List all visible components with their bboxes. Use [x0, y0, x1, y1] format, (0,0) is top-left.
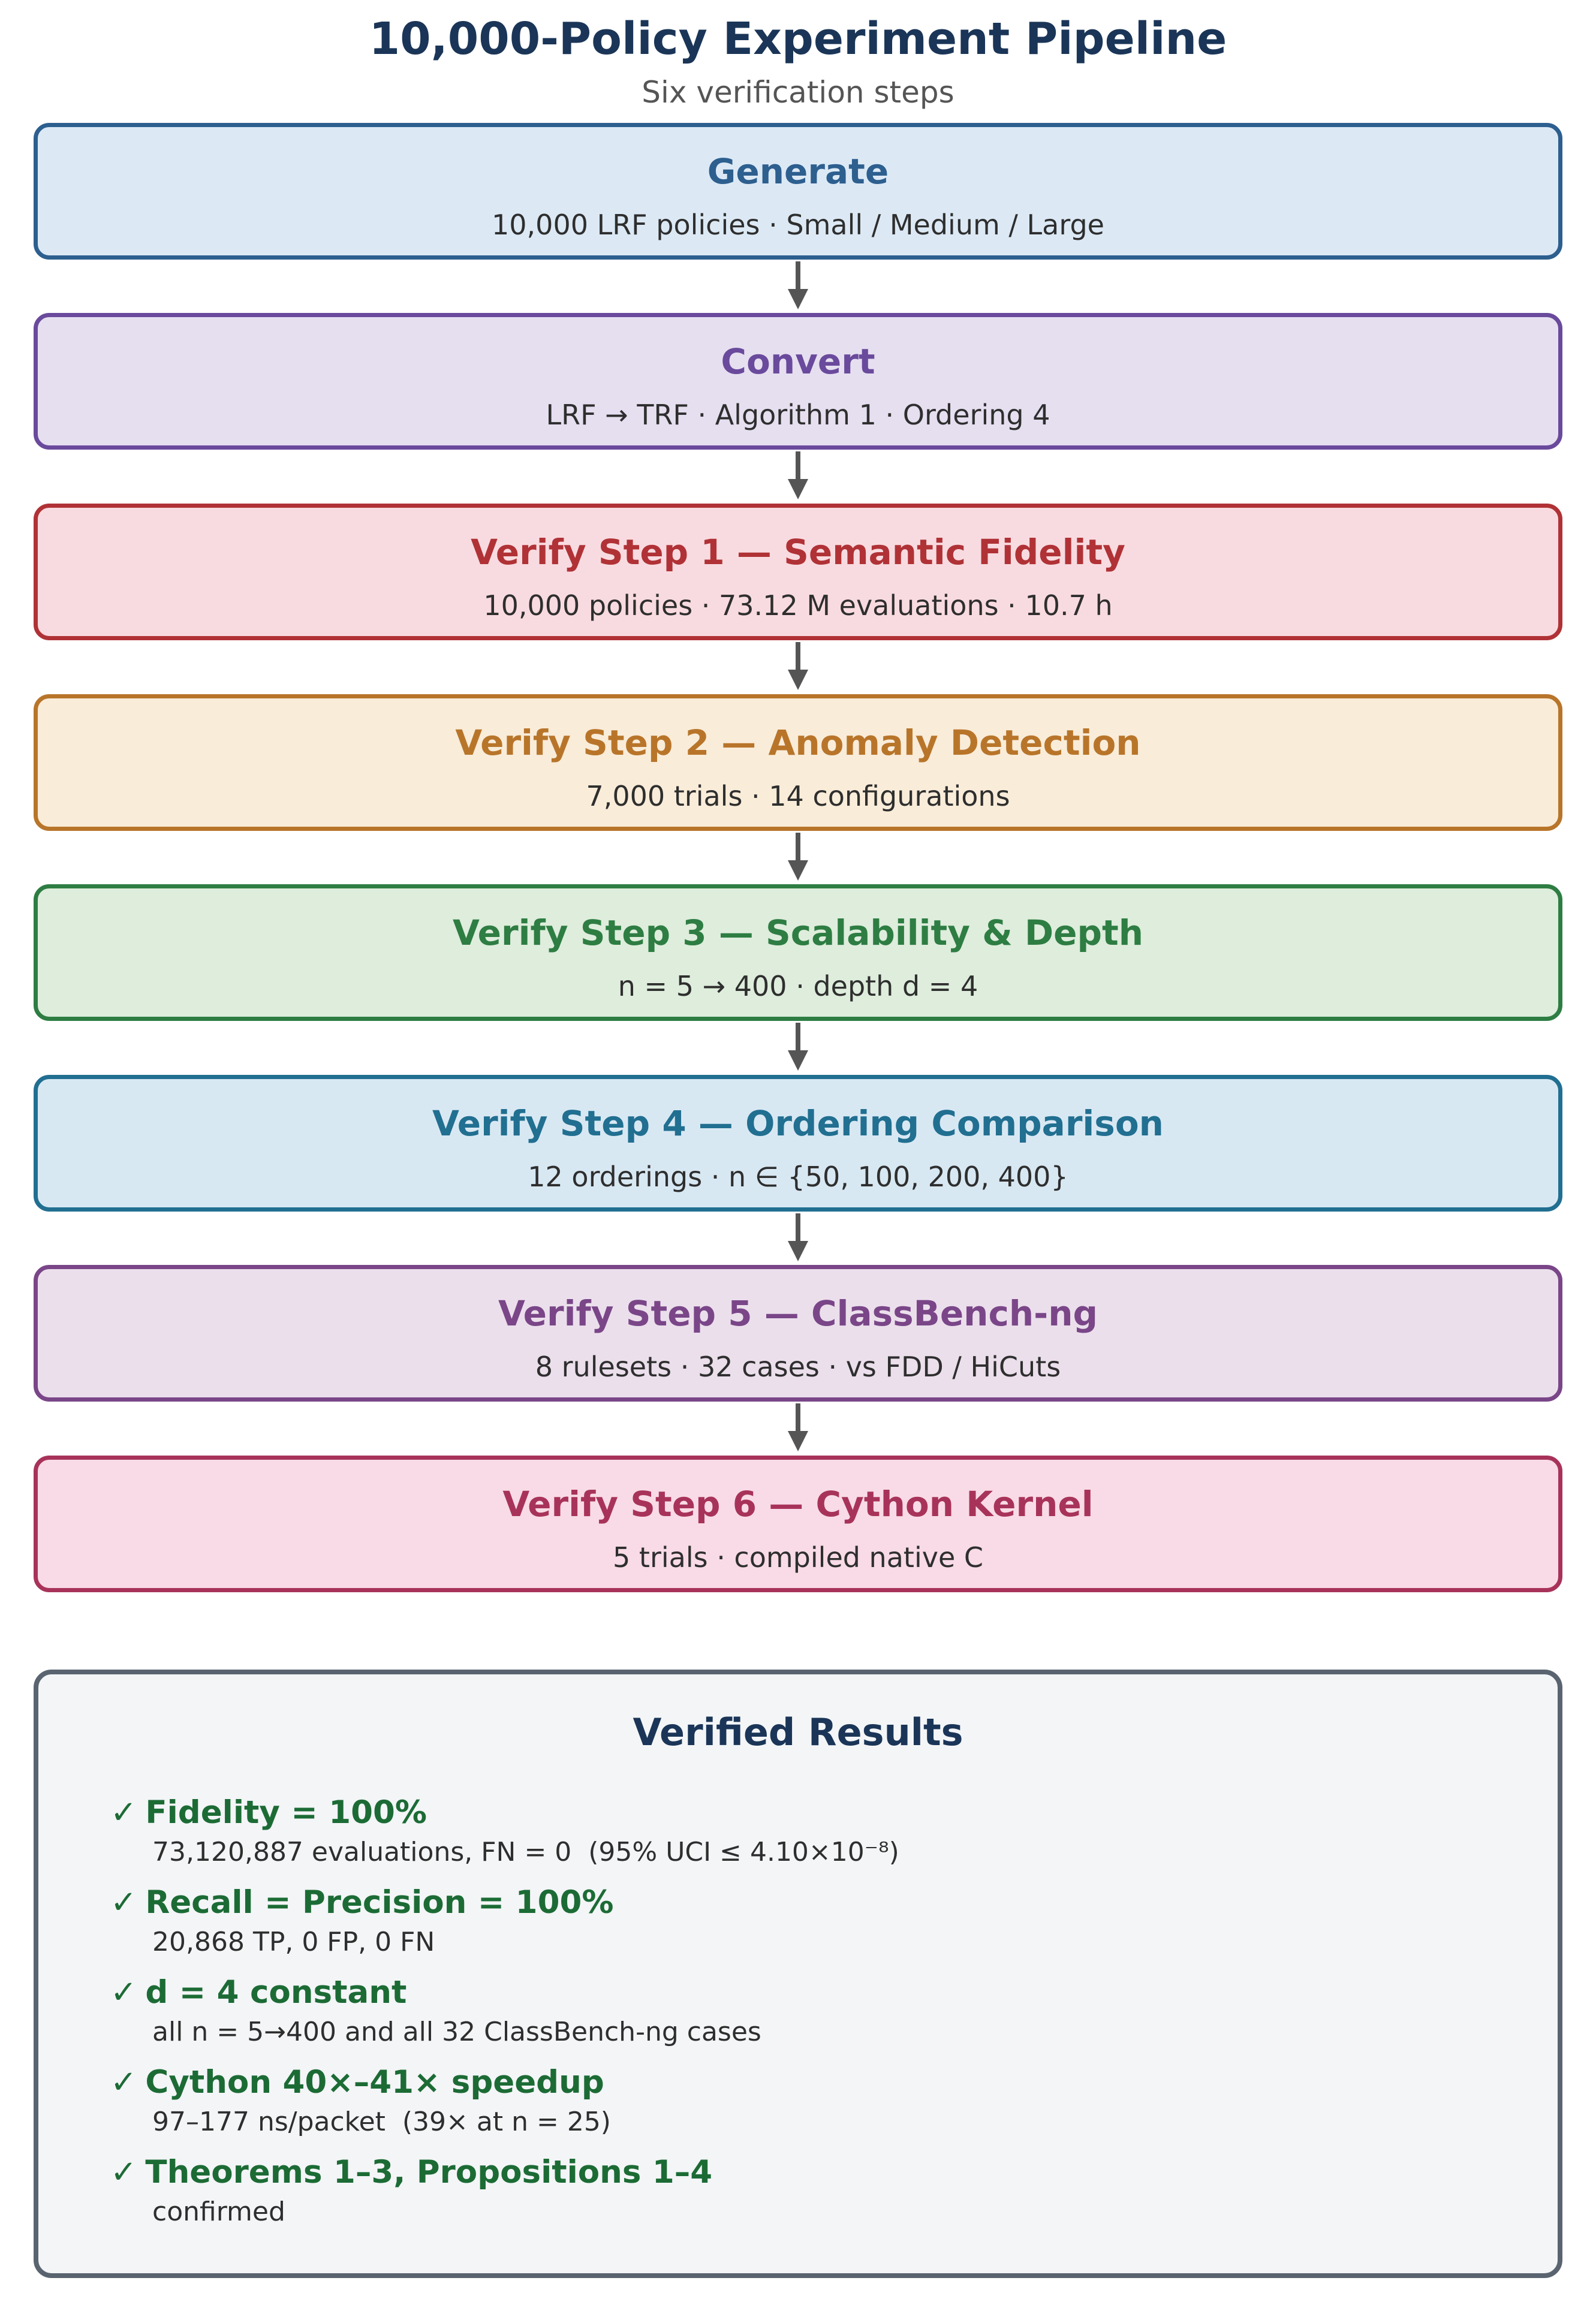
step-verify-2: Verify Step 2 — Anomaly Detection 7,000 …: [34, 694, 1562, 831]
step-convert: Convert LRF → TRF · Algorithm 1 · Orderi…: [34, 313, 1562, 450]
arrow-down-icon: [788, 833, 808, 881]
step-detail: 5 trials · compiled native C: [613, 1541, 983, 1574]
diagram-title: 10,000-Policy Experiment Pipeline: [369, 13, 1227, 65]
arrow-down-icon: [788, 1403, 808, 1451]
check-icon: ✓: [110, 1794, 137, 1831]
check-icon: ✓: [110, 2154, 137, 2191]
check-icon: ✓: [110, 2064, 137, 2101]
arrow-down-icon: [788, 642, 808, 690]
arrow-down-icon: [788, 451, 808, 499]
step-title: Verify Step 1 — Semantic Fidelity: [471, 532, 1125, 573]
step-detail: LRF → TRF · Algorithm 1 · Ordering 4: [546, 399, 1050, 431]
step-detail: 10,000 LRF policies · Small / Medium / L…: [492, 209, 1104, 241]
result-heading: Cython 40×–41× speedup: [145, 2064, 604, 2101]
step-title: Generate: [707, 151, 889, 192]
result-detail: 73,120,887 evaluations, FN = 0 (95% UCI …: [152, 1837, 899, 1867]
result-item: ✓d = 4 constant all n = 5→400 and all 32…: [110, 1974, 761, 2047]
result-detail: 97–177 ns/packet (39× at n = 25): [152, 2107, 611, 2137]
result-detail: confirmed: [152, 2197, 285, 2227]
verified-results-panel: Verified Results ✓Fidelity = 100% 73,120…: [34, 1670, 1562, 2278]
step-detail: 8 rulesets · 32 cases · vs FDD / HiCuts: [535, 1351, 1061, 1383]
result-detail: 20,868 TP, 0 FP, 0 FN: [152, 1927, 435, 1957]
step-detail: n = 5 → 400 · depth d = 4: [618, 970, 978, 1002]
step-verify-5: Verify Step 5 — ClassBench-ng 8 rulesets…: [34, 1265, 1562, 1402]
step-title: Verify Step 3 — Scalability & Depth: [452, 912, 1144, 953]
step-title: Verify Step 4 — Ordering Comparison: [432, 1103, 1164, 1144]
step-verify-6: Verify Step 6 — Cython Kernel 5 trials ·…: [34, 1456, 1562, 1592]
step-detail: 10,000 policies · 73.12 M evaluations · …: [483, 589, 1113, 622]
diagram-subtitle: Six verification steps: [642, 75, 954, 110]
step-verify-1: Verify Step 1 — Semantic Fidelity 10,000…: [34, 504, 1562, 640]
arrow-down-icon: [788, 1023, 808, 1071]
step-verify-4: Verify Step 4 — Ordering Comparison 12 o…: [34, 1075, 1562, 1212]
result-heading: Theorems 1–3, Propositions 1–4: [145, 2154, 713, 2191]
result-heading: Recall = Precision = 100%: [145, 1884, 614, 1921]
step-title: Verify Step 6 — Cython Kernel: [502, 1484, 1094, 1524]
step-verify-3: Verify Step 3 — Scalability & Depth n = …: [34, 884, 1562, 1021]
step-detail: 12 orderings · n ∈ {50, 100, 200, 400}: [528, 1161, 1068, 1193]
result-heading: d = 4 constant: [145, 1974, 407, 2011]
step-generate: Generate 10,000 LRF policies · Small / M…: [34, 123, 1562, 260]
step-title: Convert: [721, 341, 875, 382]
arrow-down-icon: [788, 261, 808, 309]
step-title: Verify Step 2 — Anomaly Detection: [455, 722, 1141, 763]
result-item: ✓Theorems 1–3, Propositions 1–4 confirme…: [110, 2154, 712, 2227]
result-heading: Fidelity = 100%: [145, 1794, 427, 1831]
result-item: ✓Cython 40×–41× speedup 97–177 ns/packet…: [110, 2064, 611, 2137]
result-item: ✓Fidelity = 100% 73,120,887 evaluations,…: [110, 1794, 899, 1867]
results-title: Verified Results: [633, 1710, 963, 1754]
arrow-down-icon: [788, 1213, 808, 1261]
result-detail: all n = 5→400 and all 32 ClassBench-ng c…: [152, 2017, 761, 2047]
step-title: Verify Step 5 — ClassBench-ng: [498, 1293, 1098, 1334]
result-item: ✓Recall = Precision = 100% 20,868 TP, 0 …: [110, 1884, 613, 1957]
check-icon: ✓: [110, 1974, 137, 2011]
check-icon: ✓: [110, 1884, 137, 1921]
step-detail: 7,000 trials · 14 configurations: [586, 780, 1010, 812]
